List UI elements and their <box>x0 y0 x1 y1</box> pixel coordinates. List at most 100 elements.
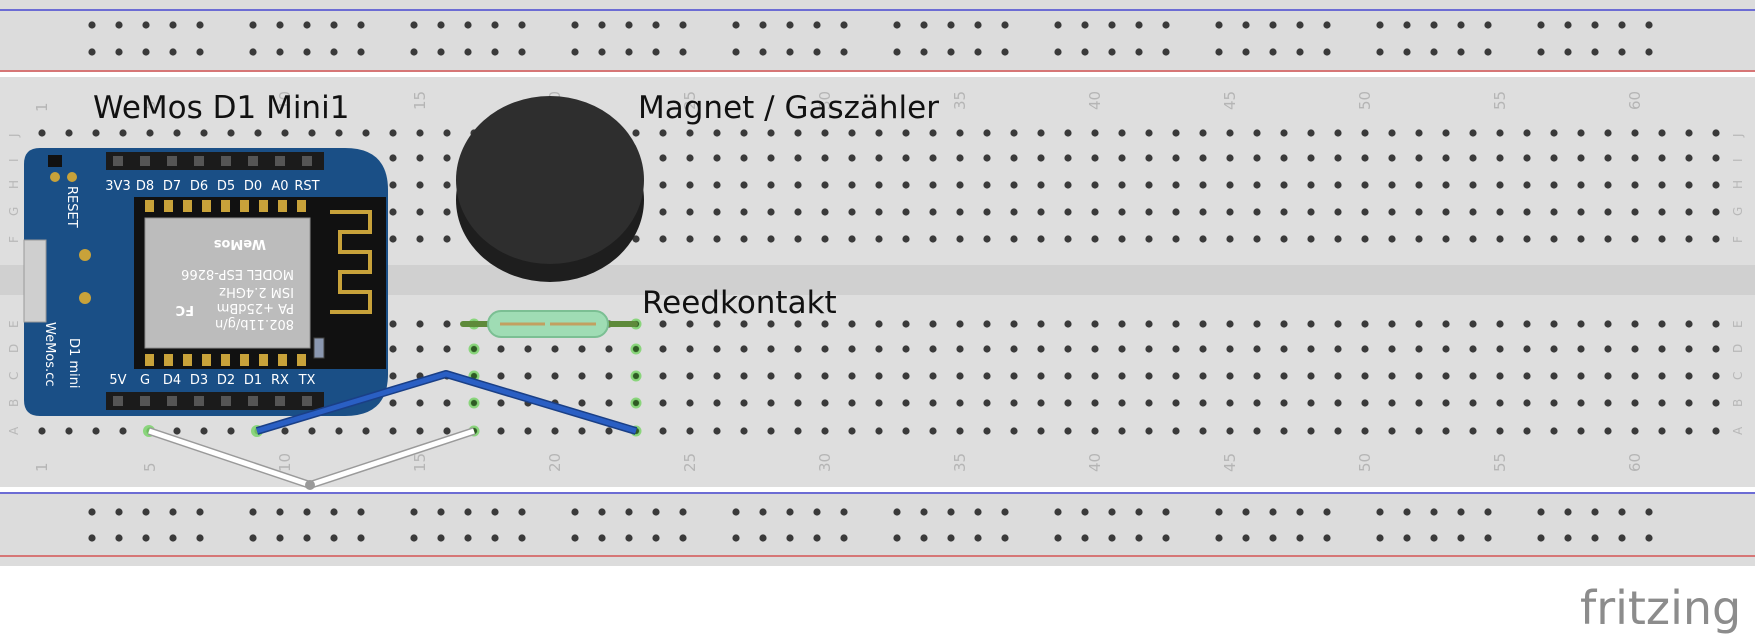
hole[interactable] <box>1685 208 1693 216</box>
rail-hole[interactable] <box>464 534 472 542</box>
hole[interactable] <box>443 181 451 189</box>
rail-hole[interactable] <box>786 21 794 29</box>
hole[interactable] <box>416 345 424 353</box>
rail-hole[interactable] <box>679 534 687 542</box>
hole[interactable] <box>956 235 964 243</box>
hole[interactable] <box>659 320 667 328</box>
rail-hole[interactable] <box>1242 508 1250 516</box>
hole[interactable] <box>1064 345 1072 353</box>
rail-hole[interactable] <box>115 48 123 56</box>
hole[interactable] <box>1307 320 1315 328</box>
hole[interactable] <box>767 208 775 216</box>
hole[interactable] <box>1469 345 1477 353</box>
hole[interactable] <box>659 372 667 380</box>
hole[interactable] <box>1172 129 1180 137</box>
hole[interactable] <box>1064 129 1072 137</box>
hole[interactable] <box>821 235 829 243</box>
hole[interactable] <box>1496 320 1504 328</box>
rail-hole[interactable] <box>1296 508 1304 516</box>
hole[interactable] <box>443 154 451 162</box>
hole[interactable] <box>605 372 613 380</box>
hole[interactable] <box>497 427 505 435</box>
hole[interactable] <box>1064 235 1072 243</box>
hole[interactable] <box>1037 235 1045 243</box>
hole[interactable] <box>956 181 964 189</box>
rail-hole[interactable] <box>1457 534 1465 542</box>
wire-white-bend[interactable] <box>305 480 315 490</box>
rail-hole[interactable] <box>1296 21 1304 29</box>
magnet[interactable] <box>456 96 644 282</box>
rail-hole[interactable] <box>410 508 418 516</box>
hole[interactable] <box>389 181 397 189</box>
hole[interactable] <box>200 129 208 137</box>
rail-hole[interactable] <box>518 508 526 516</box>
hole[interactable] <box>1145 235 1153 243</box>
hole[interactable] <box>1118 345 1126 353</box>
rail-hole[interactable] <box>1242 21 1250 29</box>
hole[interactable] <box>875 345 883 353</box>
hole[interactable] <box>1415 372 1423 380</box>
hole[interactable] <box>875 427 883 435</box>
hole[interactable] <box>1145 208 1153 216</box>
rail-hole[interactable] <box>920 534 928 542</box>
rail-hole[interactable] <box>598 21 606 29</box>
rail-hole[interactable] <box>491 534 499 542</box>
rail-hole[interactable] <box>303 21 311 29</box>
hole[interactable] <box>1496 345 1504 353</box>
rail-hole[interactable] <box>1081 534 1089 542</box>
hole[interactable] <box>1091 129 1099 137</box>
rail-hole[interactable] <box>1269 534 1277 542</box>
rail-hole[interactable] <box>786 534 794 542</box>
hole[interactable] <box>1658 427 1666 435</box>
hole[interactable] <box>1523 129 1531 137</box>
hole[interactable] <box>1631 345 1639 353</box>
hole[interactable] <box>1631 427 1639 435</box>
hole[interactable] <box>713 399 721 407</box>
hole[interactable] <box>1415 320 1423 328</box>
rail-hole[interactable] <box>491 508 499 516</box>
rail-hole[interactable] <box>249 534 257 542</box>
hole[interactable] <box>1388 129 1396 137</box>
rail-hole[interactable] <box>947 48 955 56</box>
hole[interactable] <box>1469 129 1477 137</box>
hole[interactable] <box>1388 235 1396 243</box>
hole[interactable] <box>1172 181 1180 189</box>
rail-hole[interactable] <box>115 21 123 29</box>
rail-hole[interactable] <box>1162 21 1170 29</box>
hole[interactable] <box>848 345 856 353</box>
hole[interactable] <box>1550 208 1558 216</box>
hole[interactable] <box>1523 345 1531 353</box>
rail-hole[interactable] <box>196 48 204 56</box>
hole[interactable] <box>1118 181 1126 189</box>
hole[interactable] <box>1010 154 1018 162</box>
hole[interactable] <box>1415 399 1423 407</box>
hole[interactable] <box>389 427 397 435</box>
hole[interactable] <box>740 129 748 137</box>
hole[interactable] <box>902 372 910 380</box>
rail-hole[interactable] <box>893 508 901 516</box>
hole[interactable] <box>1253 129 1261 137</box>
hole[interactable] <box>929 235 937 243</box>
hole[interactable] <box>416 399 424 407</box>
reset-button[interactable] <box>48 155 62 167</box>
hole[interactable] <box>1334 399 1342 407</box>
hole[interactable] <box>1118 129 1126 137</box>
hole[interactable] <box>848 372 856 380</box>
hole[interactable] <box>227 129 235 137</box>
hole[interactable] <box>1577 154 1585 162</box>
hole[interactable] <box>848 208 856 216</box>
rail-hole[interactable] <box>249 508 257 516</box>
hole[interactable] <box>1496 427 1504 435</box>
hole[interactable] <box>1307 372 1315 380</box>
rail-hole[interactable] <box>840 21 848 29</box>
hole[interactable] <box>1172 345 1180 353</box>
hole[interactable] <box>1685 345 1693 353</box>
hole[interactable] <box>1199 345 1207 353</box>
hole[interactable] <box>146 129 154 137</box>
hole[interactable] <box>686 320 694 328</box>
hole[interactable] <box>389 129 397 137</box>
hole[interactable] <box>308 129 316 137</box>
hole[interactable] <box>1442 345 1450 353</box>
hole[interactable] <box>659 129 667 137</box>
hole[interactable] <box>821 181 829 189</box>
